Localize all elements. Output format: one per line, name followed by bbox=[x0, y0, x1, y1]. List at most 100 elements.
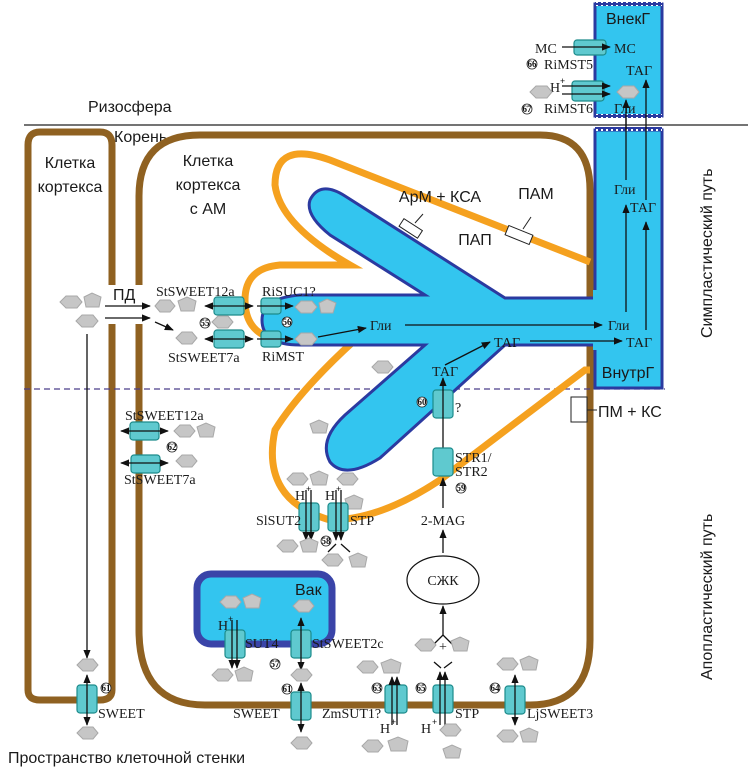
am-cell-label-line3: с АМ bbox=[190, 201, 226, 218]
h-plus-slsut2-sup: + bbox=[306, 484, 311, 494]
h-plus-zmsut1: H bbox=[380, 722, 390, 737]
risuc1-transporter bbox=[257, 297, 294, 315]
mag-label: 2-MAG bbox=[421, 514, 465, 529]
rimst-transporter bbox=[257, 330, 294, 348]
arm-csa-label: АрМ + КСА bbox=[399, 189, 481, 206]
ref-63-badge bbox=[371, 682, 383, 694]
str-label-line1: STR1/ bbox=[455, 451, 492, 466]
erm-septum-bottom bbox=[595, 114, 662, 118]
glucose-58-bottom-2 bbox=[321, 553, 344, 567]
glucose-inside-erm bbox=[616, 85, 640, 99]
tag-erm-label: ТАГ bbox=[626, 64, 652, 79]
glucose-ljsweet-out bbox=[496, 729, 519, 743]
stsweet7a-upper-label: StSWEET7a bbox=[168, 351, 240, 366]
ref-57: 57 bbox=[271, 659, 281, 669]
ref-62-badge bbox=[166, 441, 178, 453]
ref-58: 58 bbox=[322, 536, 332, 546]
glucose-outside-erm bbox=[529, 85, 553, 99]
glucose-cortex bbox=[59, 295, 83, 309]
rimst-label: RiMST bbox=[262, 350, 304, 365]
fructose-62 bbox=[196, 422, 216, 438]
ref-55: 55 bbox=[201, 318, 211, 328]
am-cortex-cell-wall-lower bbox=[135, 260, 594, 709]
fructose-free-1 bbox=[309, 419, 329, 434]
sweet-am-label: SWEET bbox=[233, 707, 280, 722]
ref-58-badge bbox=[320, 535, 332, 547]
ljsweet3-transporter bbox=[504, 674, 526, 726]
ref-57-badge bbox=[269, 658, 281, 670]
ref-64: 64 bbox=[491, 683, 501, 693]
vacuole-label: Вак bbox=[295, 582, 323, 599]
arrow-pd-diagonal bbox=[154, 321, 174, 331]
erm-septum-top bbox=[595, 2, 662, 6]
ref-56-badge bbox=[281, 316, 293, 328]
pap-label: ПАП bbox=[458, 232, 492, 249]
zmsut1-transporter bbox=[384, 676, 408, 725]
zmsut1-label: ZmSUT1? bbox=[322, 707, 381, 722]
glucose-ljsweet-in bbox=[496, 657, 519, 671]
stp-lower-label: STP bbox=[455, 707, 479, 722]
symplastic-path-label: Симпластический путь bbox=[699, 168, 716, 338]
ref-55-badge bbox=[199, 317, 211, 329]
hypha-junction bbox=[593, 290, 599, 350]
glucose-cortex-sweet-in bbox=[76, 658, 99, 672]
gli-trunk-label: Гли bbox=[614, 183, 636, 198]
rimst5-label: RiMST5 bbox=[544, 58, 593, 73]
stsweet2c-label: StSWEET2c bbox=[312, 637, 384, 652]
risuc1-label: RiSUC1? bbox=[262, 285, 316, 300]
glucose-58-top-2 bbox=[336, 472, 359, 486]
h-plus-stp-lower-sup: + bbox=[432, 717, 437, 727]
sweet-am-cell-transporter bbox=[290, 682, 312, 733]
fructose-58-bottom-2 bbox=[348, 552, 368, 568]
fructose-zmsut-in bbox=[380, 658, 402, 674]
tag-lower-label: ТАГ bbox=[432, 365, 458, 380]
stsweet7a-lower-transporter bbox=[120, 454, 169, 474]
glucose-fa-input bbox=[414, 638, 437, 652]
fructose-58-top bbox=[309, 470, 329, 486]
ref-61-am: 61 bbox=[283, 684, 293, 694]
glucose-stp-out bbox=[439, 723, 462, 737]
slsut2-transporter bbox=[298, 490, 320, 541]
rhizosphere-label: Ризосфера bbox=[88, 99, 172, 116]
cortex-cell-wall bbox=[24, 128, 116, 704]
glucose-62-2 bbox=[175, 454, 198, 468]
stsweet12a-upper-transporter bbox=[204, 296, 254, 316]
ref-61-cortex-badge bbox=[100, 682, 112, 694]
fructose-stp-out bbox=[442, 744, 462, 759]
glucose-stsweet2c-out bbox=[290, 668, 313, 682]
root-label: Корень bbox=[114, 129, 167, 146]
sugar-plus-label: + bbox=[439, 640, 447, 655]
glucose-58-top-1 bbox=[286, 472, 309, 486]
ref-64-badge bbox=[489, 682, 501, 694]
ref-65-badge bbox=[415, 682, 427, 694]
h-plus-stp-upper: H bbox=[325, 489, 335, 504]
sut4-transporter bbox=[224, 620, 246, 669]
glucose-st7a-upper bbox=[175, 331, 198, 345]
gli-junction-label: Гли bbox=[608, 319, 630, 334]
arbuscule-hypha bbox=[260, 187, 597, 472]
fructose-zmsut-out bbox=[387, 736, 409, 752]
stp-upper-transporter bbox=[327, 490, 351, 553]
am-cell-label-line1: Клетка bbox=[183, 153, 234, 170]
ref-67-badge bbox=[521, 103, 533, 115]
ref-60: 60 bbox=[418, 397, 428, 407]
fatty-acid-cycle bbox=[406, 555, 480, 605]
glucose-arbuscule-2 bbox=[294, 332, 318, 346]
slsut2-label: SlSUT2 bbox=[256, 514, 301, 529]
h-plus-sut4-sup: + bbox=[228, 614, 233, 624]
h-plus-stp-upper-sup: + bbox=[336, 484, 341, 494]
irm-label: ВнутрГ bbox=[602, 365, 655, 382]
gli-erm-label: Гли bbox=[614, 102, 636, 117]
rimst5-transporter bbox=[562, 39, 611, 56]
ref-66: 66 bbox=[528, 59, 538, 69]
stsweet12a-lower-label: StSWEET12a bbox=[125, 409, 204, 424]
pd-label: ПД bbox=[113, 287, 136, 304]
fructose-st12a-upper bbox=[177, 296, 197, 312]
pm-cw-marker bbox=[570, 396, 597, 423]
fructose-arbuscule bbox=[318, 298, 337, 314]
str1-str2-transporter bbox=[432, 447, 454, 477]
cell-wall-space-label: Пространство клеточной стенки bbox=[8, 750, 245, 767]
glucose-st12a-upper bbox=[154, 299, 176, 313]
glucose-free-1 bbox=[371, 360, 394, 374]
tag-arbuscule-label: ТАГ bbox=[494, 336, 520, 351]
